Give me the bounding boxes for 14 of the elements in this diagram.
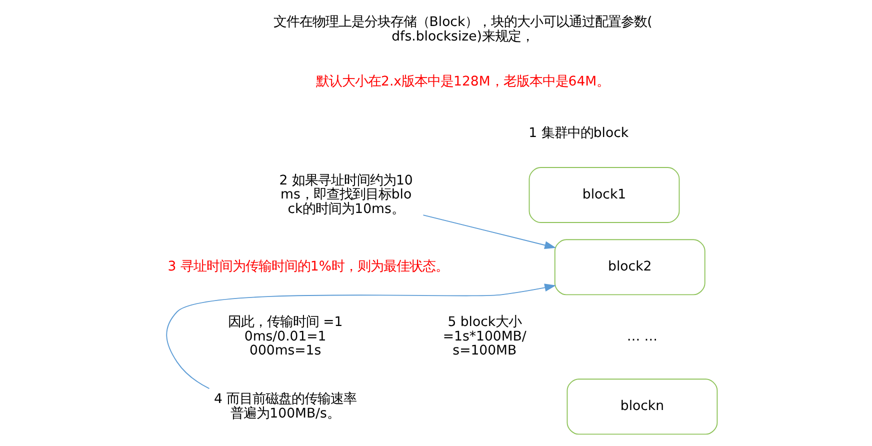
label: 因此，传输时间 =10ms/0.01=1000ms=1s xyxy=(228,315,343,359)
label: 5 block大小 =1s*100MB/s=100MB xyxy=(442,315,526,359)
arrow xyxy=(166,284,556,390)
arrow xyxy=(422,214,556,250)
label: 3 寻址时间为传输时间的1%时，则为最佳状态。 xyxy=(168,260,448,275)
label: 1 集群中的block xyxy=(528,126,629,141)
label: 文件在物理上是分块存储（Block），块的大小可以通过配置参数( dfs.blocksize)来规定， xyxy=(273,15,652,44)
label: 默认大小在2.x版本中是128M，老版本中是64M。 xyxy=(316,74,610,90)
node-text: 4 而目前磁盘的传输速率普遍为100MB/s。 xyxy=(214,392,357,422)
label: … … xyxy=(626,329,658,344)
node-text: 2 如果寻址时间约为10ms，即查找到目标block的时间为10ms。 xyxy=(279,173,413,217)
node-box: block2 xyxy=(554,239,706,296)
node-box: blockn xyxy=(566,378,718,435)
node-box: block1 xyxy=(528,167,680,223)
